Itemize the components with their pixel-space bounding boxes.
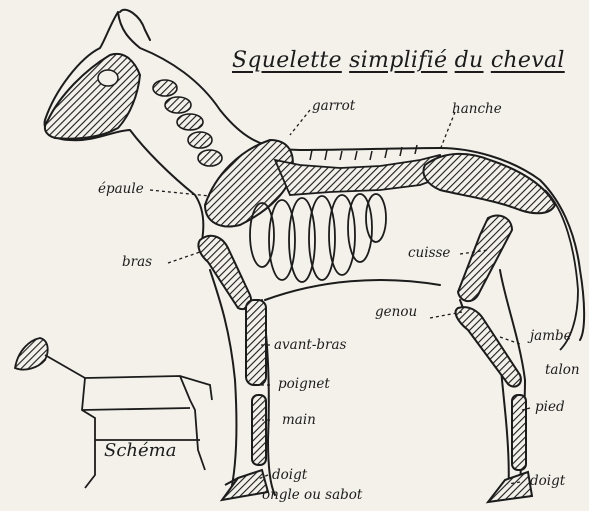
epaule-leader: [150, 190, 210, 196]
hind-hoof: [488, 472, 532, 502]
label-doigt-hind: doigt: [530, 475, 565, 489]
bras-leader: [168, 252, 200, 263]
title-word-2: simplifié: [349, 48, 447, 73]
title-word-4: cheval: [491, 48, 565, 73]
label-bras: bras: [122, 256, 152, 270]
pelvis: [423, 154, 555, 213]
label-talon: talon: [545, 364, 580, 378]
label-cuisse: cuisse: [408, 247, 450, 261]
cannon-bone-hind: [512, 395, 526, 470]
schema-figure: [15, 338, 212, 488]
label-doigt-front: doigt: [272, 469, 307, 483]
title-word-3: du: [455, 48, 484, 73]
garrot-leader: [290, 110, 310, 135]
label-jambe: jambe: [530, 330, 572, 344]
spine: [275, 155, 448, 195]
label-main: main: [282, 414, 316, 428]
tail: [545, 190, 578, 350]
label-epaule: épaule: [98, 183, 144, 197]
label-poignet: poignet: [278, 378, 330, 392]
title-word-1: Squelette: [232, 48, 342, 73]
diagram-title: Squelette simplifié du cheval: [232, 48, 565, 73]
humerus: [198, 236, 251, 309]
label-avant-bras: avant-bras: [274, 339, 346, 353]
radius: [246, 300, 266, 385]
cannon-bone-front: [252, 395, 266, 465]
schema-label: Schéma: [104, 440, 176, 461]
hanche-leader: [440, 112, 455, 150]
label-genou: genou: [375, 306, 417, 320]
neck-vertebrae: [153, 80, 222, 166]
label-ongle-sabot: ongle ou sabot: [262, 489, 362, 503]
label-hanche: hanche: [452, 103, 502, 117]
skull: [45, 54, 140, 139]
ribcage: [250, 194, 386, 282]
label-garrot: garrot: [312, 100, 355, 114]
label-pied: pied: [535, 401, 565, 415]
